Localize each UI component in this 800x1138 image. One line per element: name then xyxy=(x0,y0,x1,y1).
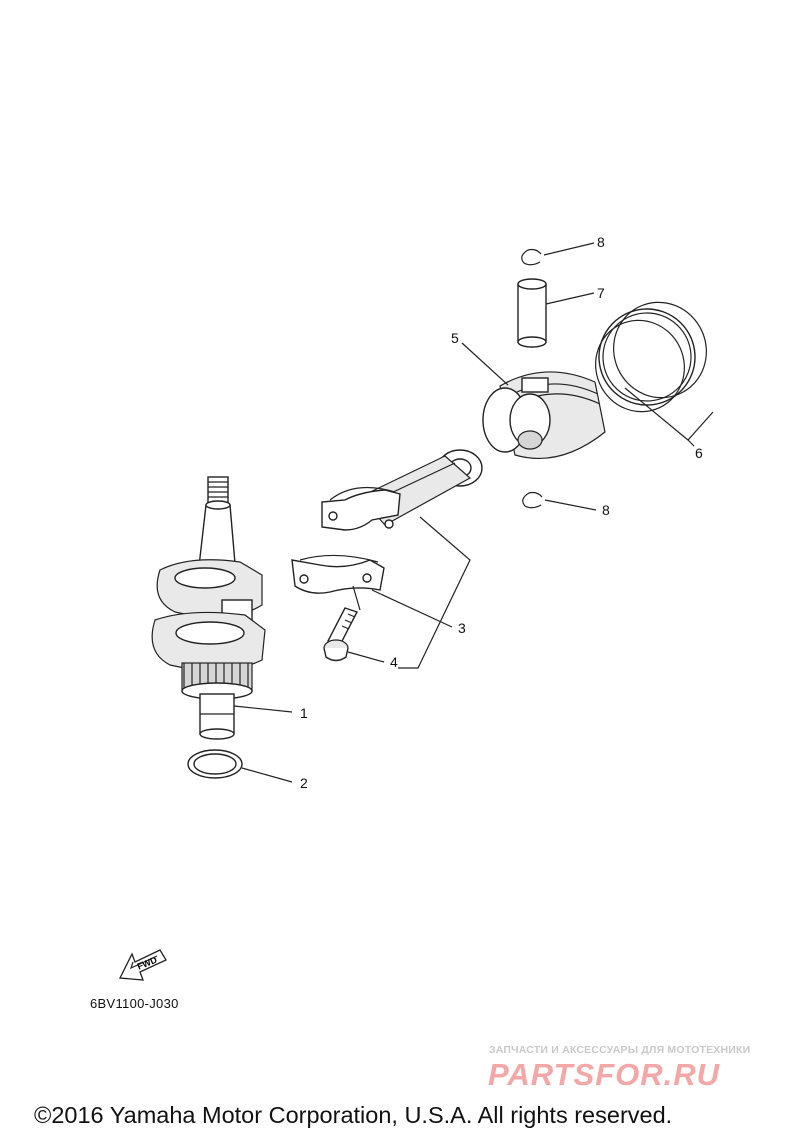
circlip-part-bottom[interactable] xyxy=(522,491,543,509)
callout-1: 1 xyxy=(300,705,308,721)
callout-4: 4 xyxy=(390,654,398,670)
watermark-logo: PARTSFOR.RU xyxy=(488,1057,721,1092)
copyright-notice: ©2016 Yamaha Motor Corporation, U.S.A. A… xyxy=(34,1102,673,1128)
connecting-rod-bolt-part[interactable] xyxy=(323,607,358,662)
callout-3: 3 xyxy=(458,620,466,636)
callout-7: 7 xyxy=(597,285,605,301)
piston-rings-part[interactable] xyxy=(581,287,722,426)
fwd-arrow-icon: FWD xyxy=(118,949,167,981)
leader-lines xyxy=(233,242,714,783)
piston-part[interactable] xyxy=(482,371,606,460)
oil-seal-ring-part[interactable] xyxy=(187,749,243,779)
callout-2: 2 xyxy=(300,775,308,791)
diagram-code: 6BV1100-J030 xyxy=(90,996,179,1011)
piston-pin-part[interactable] xyxy=(517,278,547,348)
callout-5: 5 xyxy=(451,330,459,346)
callout-6: 6 xyxy=(695,445,703,461)
watermark-tagline: ЗАПЧАСТИ И АКСЕССУАРЫ ДЛЯ МОТОТЕХНИКИ xyxy=(489,1044,751,1056)
circlip-part-top[interactable] xyxy=(521,248,542,266)
connecting-rod-part[interactable] xyxy=(291,449,483,611)
callout-8-top: 8 xyxy=(597,234,605,250)
callout-8-bottom: 8 xyxy=(602,502,610,518)
crankshaft-part[interactable] xyxy=(151,476,266,740)
